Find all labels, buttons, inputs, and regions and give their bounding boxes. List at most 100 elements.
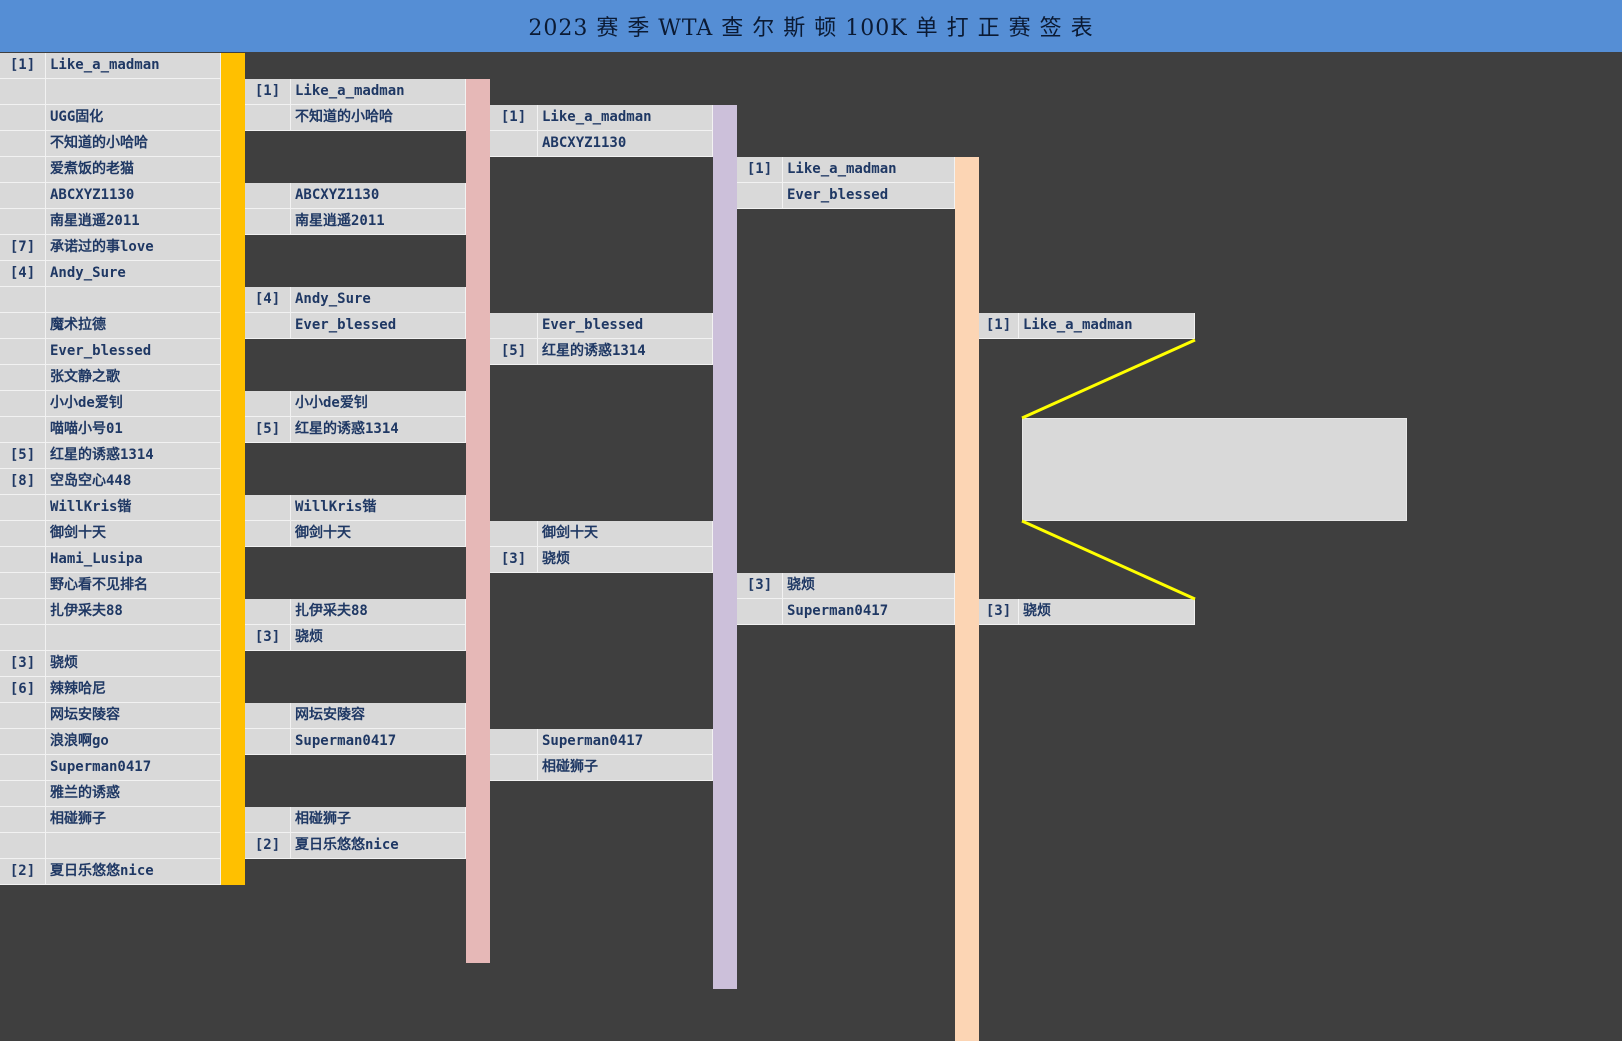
player-name-cell[interactable]: 骁烦 — [46, 651, 221, 677]
player-name-cell[interactable]: Andy_Sure — [291, 287, 466, 313]
player-name-cell[interactable]: Like_a_madman — [291, 79, 466, 105]
player-name-cell[interactable]: WillKris锴 — [291, 495, 466, 521]
player-name-cell[interactable]: 夏日乐悠悠nice — [46, 859, 221, 885]
player-name-cell[interactable]: 承诺过的事love — [46, 235, 221, 261]
player-name-cell[interactable]: 扎伊采夫88 — [291, 599, 466, 625]
player-name-cell[interactable]: WillKris锴 — [46, 495, 221, 521]
seed-cell — [0, 157, 46, 183]
seed-cell — [245, 105, 291, 131]
seed-cell: [7] — [0, 235, 46, 261]
player-name-cell[interactable]: 相碰狮子 — [291, 807, 466, 833]
seed-cell — [0, 703, 46, 729]
player-name-cell[interactable]: 小小de爱钊 — [291, 391, 466, 417]
player-name-cell[interactable]: Like_a_madman — [1019, 313, 1195, 339]
seed-cell — [0, 625, 46, 651]
player-name-cell[interactable]: 御剑十天 — [46, 521, 221, 547]
seed-cell: [2] — [245, 833, 291, 859]
player-name-cell[interactable]: Ever_blessed — [538, 313, 713, 339]
seed-cell: [4] — [245, 287, 291, 313]
player-name-cell[interactable] — [46, 833, 221, 859]
player-name-cell[interactable]: 雅兰的诱惑 — [46, 781, 221, 807]
bracket-title: 2023 赛 季 WTA 查 尔 斯 顿 100K 单 打 正 赛 签 表 — [0, 0, 1622, 52]
player-name-cell[interactable] — [46, 625, 221, 651]
player-name-cell[interactable] — [46, 79, 221, 105]
seed-cell: [2] — [0, 859, 46, 885]
player-name-cell[interactable]: UGG固化 — [46, 105, 221, 131]
player-name-cell[interactable]: 御剑十天 — [291, 521, 466, 547]
final-result-box — [1022, 418, 1407, 521]
seed-cell — [737, 599, 783, 625]
seed-cell — [245, 495, 291, 521]
player-name-cell[interactable]: 空岛空心448 — [46, 469, 221, 495]
player-name-cell[interactable]: Ever_blessed — [783, 183, 955, 209]
round-4-bar — [955, 157, 979, 625]
final-connector-lines — [1021, 338, 1196, 601]
player-name-cell[interactable]: 南星逍遥2011 — [291, 209, 466, 235]
seed-cell: [6] — [0, 677, 46, 703]
player-name-cell[interactable]: 红星的诱惑1314 — [46, 443, 221, 469]
seed-cell — [0, 183, 46, 209]
player-name-cell[interactable]: 张文静之歌 — [46, 365, 221, 391]
player-name-cell[interactable]: 扎伊采夫88 — [46, 599, 221, 625]
player-name-cell[interactable]: ABCXYZ1130 — [46, 183, 221, 209]
player-name-cell[interactable]: 浪浪啊go — [46, 729, 221, 755]
player-name-cell[interactable]: Like_a_madman — [783, 157, 955, 183]
player-name-cell[interactable]: Ever_blessed — [291, 313, 466, 339]
player-name-cell[interactable]: 御剑十天 — [538, 521, 713, 547]
player-name-cell[interactable]: 红星的诱惑1314 — [291, 417, 466, 443]
seed-cell — [245, 183, 291, 209]
player-name-cell[interactable]: 骁烦 — [538, 547, 713, 573]
seed-cell — [0, 781, 46, 807]
player-name-cell[interactable]: Superman0417 — [783, 599, 955, 625]
player-name-cell[interactable]: 网坛安陵容 — [291, 703, 466, 729]
player-name-cell[interactable]: 喵喵小号01 — [46, 417, 221, 443]
player-name-cell[interactable]: 相碰狮子 — [538, 755, 713, 781]
player-name-cell[interactable]: 魔术拉德 — [46, 313, 221, 339]
player-name-cell[interactable]: Hami_Lusipa — [46, 547, 221, 573]
seed-cell — [490, 313, 538, 339]
player-name-cell[interactable]: 爱煮饭的老猫 — [46, 157, 221, 183]
seed-cell: [5] — [245, 417, 291, 443]
round-1-bar — [221, 53, 245, 885]
player-name-cell[interactable]: Like_a_madman — [46, 53, 221, 79]
seed-cell — [0, 339, 46, 365]
final-connector-bottom — [1021, 519, 1196, 601]
seed-cell — [245, 807, 291, 833]
player-name-cell[interactable]: 辣辣哈尼 — [46, 677, 221, 703]
player-name-cell[interactable]: 不知道的小哈哈 — [46, 131, 221, 157]
player-name-cell[interactable]: Andy_Sure — [46, 261, 221, 287]
seed-cell: [3] — [0, 651, 46, 677]
seed-cell — [0, 391, 46, 417]
seed-cell — [0, 755, 46, 781]
seed-cell — [0, 573, 46, 599]
player-name-cell[interactable]: 骁烦 — [291, 625, 466, 651]
seed-cell — [0, 833, 46, 859]
player-name-cell[interactable]: Superman0417 — [291, 729, 466, 755]
player-name-cell[interactable]: 骁烦 — [783, 573, 955, 599]
player-name-cell[interactable]: 不知道的小哈哈 — [291, 105, 466, 131]
player-name-cell[interactable]: 网坛安陵容 — [46, 703, 221, 729]
player-name-cell[interactable]: 南星逍遥2011 — [46, 209, 221, 235]
player-name-cell[interactable]: 相碰狮子 — [46, 807, 221, 833]
seed-cell — [0, 547, 46, 573]
seed-cell — [0, 313, 46, 339]
seed-cell — [490, 755, 538, 781]
player-name-cell[interactable]: 骁烦 — [1019, 599, 1195, 625]
player-name-cell[interactable]: 红星的诱惑1314 — [538, 339, 713, 365]
player-name-cell[interactable]: Superman0417 — [46, 755, 221, 781]
player-name-cell[interactable]: 小小de爱钊 — [46, 391, 221, 417]
player-name-cell[interactable]: Like_a_madman — [538, 105, 713, 131]
player-name-cell[interactable]: 野心看不见排名 — [46, 573, 221, 599]
player-name-cell[interactable] — [46, 287, 221, 313]
seed-cell: [1] — [737, 157, 783, 183]
player-name-cell[interactable]: ABCXYZ1130 — [538, 131, 713, 157]
player-name-cell[interactable]: 夏日乐悠悠nice — [291, 833, 466, 859]
player-name-cell[interactable]: ABCXYZ1130 — [291, 183, 466, 209]
player-name-cell[interactable]: Ever_blessed — [46, 339, 221, 365]
seed-cell — [245, 703, 291, 729]
player-name-cell[interactable]: Superman0417 — [538, 729, 713, 755]
seed-cell — [0, 599, 46, 625]
seed-cell — [245, 729, 291, 755]
seed-cell — [0, 495, 46, 521]
seed-cell: [3] — [737, 573, 783, 599]
